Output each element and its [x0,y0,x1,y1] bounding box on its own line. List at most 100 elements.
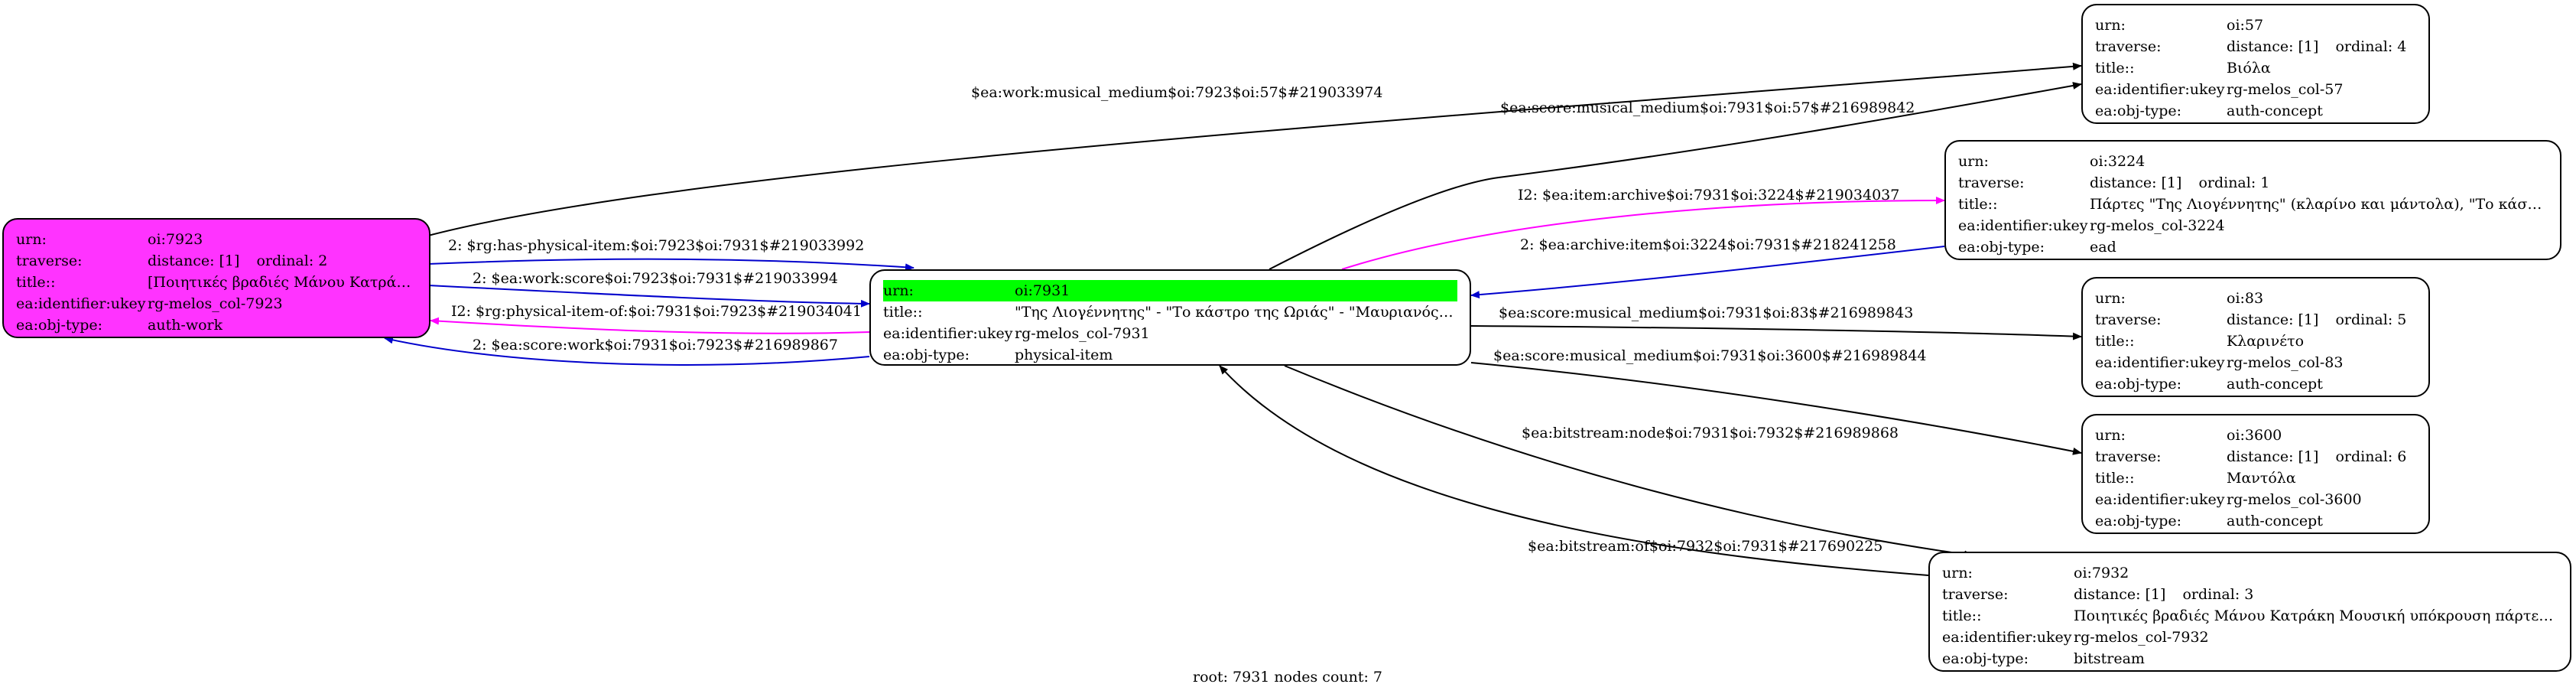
ukey-value: rg-melos_col-3600 [2227,491,2362,508]
edge-label-7931-7923-item-of: I2: $rg:physical-item-of:$oi:7931$oi:792… [451,303,862,320]
edge-7931-to-7923-item-of [430,317,870,334]
urn-key: urn: [2095,427,2126,444]
title-key: title:: [883,304,923,321]
objtype-value: bitstream [2074,650,2145,667]
ukey-key: ea:identifier:ukey [16,295,146,312]
edge-label-7931-3600: $ea:score:musical_medium$oi:7931$oi:3600… [1493,347,1927,364]
objtype-value: auth-work [148,317,223,334]
objtype-value: physical-item [1015,347,1113,363]
ukey-value: rg-melos_col-7931 [1015,325,1150,342]
title-key: title:: [1942,607,1982,624]
node-83[interactable]: urn:oi:83 traverse:distance: [1]ordinal:… [2081,277,2430,397]
edge-7931-to-7923-score-work [384,336,870,366]
urn-key: urn: [883,280,1015,301]
objtype-key: ea:obj-type: [2095,103,2182,119]
edge-7923-to-57 [427,62,2082,236]
objtype-value: auth-concept [2227,376,2323,392]
node-7932[interactable]: urn: oi:7932 traverse: distance: [1] ordina… [1928,552,2571,672]
title-value: [Ποιητικές βραδιές Μάνου Κατράκη] [148,274,417,291]
traverse-ordinal: ordinal: 4 [2335,38,2407,55]
node-7923[interactable]: urn: oi:7923 traverse: distance: [1] ordina… [2,218,430,338]
edge-label-7923-7931-has: 2: $rg:has-physical-item:$oi:7923$oi:793… [448,237,865,254]
graph-footer: root: 7931 nodes count: 7 [1193,669,1383,686]
urn-value: oi:57 [2227,17,2264,34]
edge-7931-to-3224-archive [1341,197,1945,270]
edge-7931-to-7932 [1284,365,1973,559]
urn-value: oi:7932 [2074,565,2129,581]
edge-label-7931-57: $ea:score:musical_medium$oi:7931$oi:57$#… [1500,99,1915,116]
ukey-key: ea:identifier:ukey [883,325,1013,342]
title-value: Βιόλα [2227,60,2271,77]
node-3224[interactable]: urn: oi:3224 traverse: distance: [1] ordina… [1944,140,2561,260]
urn-key: urn: [1942,565,1973,581]
traverse-ordinal: ordinal: 1 [2198,174,2270,191]
ukey-value: rg-melos_col-7923 [148,295,283,312]
objtype-value: ead [2090,239,2116,256]
urn-value: oi:7923 [148,231,203,248]
edge-label-7923-7931-score: 2: $ea:work:score$oi:7923$oi:7931$#21903… [473,270,838,287]
edge-7931-to-3600 [1470,362,2082,455]
traverse-ordinal: ordinal: 6 [2335,448,2407,465]
objtype-key: ea:obj-type: [2095,513,2182,529]
ukey-value: rg-melos_col-57 [2227,81,2344,98]
ukey-value: rg-melos_col-3224 [2090,217,2225,234]
traverse-key: traverse: [16,252,83,269]
urn-value: oi:3600 [2227,427,2282,444]
title-key: title:: [16,274,56,291]
objtype-key: ea:obj-type: [883,347,970,363]
edge-label-7931-83: $ea:score:musical_medium$oi:7931$oi:83$#… [1499,305,1914,321]
urn-value: oi:83 [2227,290,2264,307]
edge-label-7931-7923-score-work: 2: $ea:score:work$oi:7931$oi:7923$#21698… [473,337,838,353]
node-7931[interactable]: urn:oi:7931 title::"Της Λιογέννητης" - "… [869,269,1471,366]
traverse-distance: distance: [1] [2227,38,2319,55]
ukey-key: ea:identifier:ukey [1942,629,2072,646]
edge-7923-to-7931-has-item [427,258,914,272]
traverse-key: traverse: [1942,586,2009,603]
edge-7923-to-7931-score [427,285,870,308]
edge-label-7931-3224: I2: $ea:item:archive$oi:7931$oi:3224$#21… [1518,187,1900,204]
title-key: title:: [2095,470,2135,487]
traverse-key: traverse: [1958,174,2025,191]
title-value: Πάρτες "Της Λιογέννητης" (κλαρίνο και μά… [2090,196,2548,213]
traverse-key: traverse: [2095,311,2162,328]
urn-key: urn: [2095,17,2126,34]
urn-value: oi:7931 [1015,280,1457,301]
traverse-distance: distance: [1] [148,252,240,269]
traverse-ordinal: ordinal: 5 [2335,311,2407,328]
edge-label-7931-7932: $ea:bitstream:node$oi:7931$oi:7932$#2169… [1522,425,1899,441]
node-57[interactable]: urn: oi:57 traverse: distance: [1] ordinal:… [2081,4,2430,124]
edge-label-7923-57: $ea:work:musical_medium$oi:7923$oi:57$#2… [971,84,1383,101]
edge-7932-to-7931 [1219,365,1929,576]
node-3600[interactable]: urn: oi:3600 traverse: distance: [1] ordina… [2081,414,2430,534]
traverse-distance: distance: [1] [2090,174,2182,191]
traverse-ordinal: ordinal: 3 [2182,586,2254,603]
edge-label-7932-7931: $ea:bitstream:of$oi:7932$oi:7931$#217690… [1528,538,1883,555]
objtype-key: ea:obj-type: [1958,239,2045,256]
ukey-value: rg-melos_col-83 [2227,354,2344,371]
urn-key: urn: [16,231,47,248]
traverse-key: traverse: [2095,38,2162,55]
traverse-key: traverse: [2095,448,2162,465]
traverse-distance: distance: [1] [2074,586,2166,603]
ukey-key: ea:identifier:ukey [2095,491,2225,508]
urn-key: urn: [2095,290,2126,307]
title-key: title:: [2095,60,2135,77]
ukey-key: ea:identifier:ukey [1958,217,2088,234]
objtype-key: ea:obj-type: [1942,650,2029,667]
objtype-value: auth-concept [2227,513,2323,529]
edge-7931-to-83 [1470,325,2082,340]
edge-3224-to-7931-archive [1470,246,1945,299]
title-key: title:: [2095,333,2135,350]
title-value: Ποιητικές βραδιές Μάνου Κατράκη Μουσική … [2074,607,2558,624]
urn-value: oi:3224 [2090,153,2146,170]
title-value: Κλαρινέτο [2227,333,2305,350]
traverse-distance: distance: [1] [2227,448,2319,465]
urn-key: urn: [1958,153,1989,170]
objtype-key: ea:obj-type: [2095,376,2182,392]
title-key: title:: [1958,196,1998,213]
traverse-ordinal: ordinal: 2 [256,252,328,269]
ukey-key: ea:identifier:ukey [2095,81,2225,98]
objtype-key: ea:obj-type: [16,317,103,334]
ukey-value: rg-melos_col-7932 [2074,629,2209,646]
